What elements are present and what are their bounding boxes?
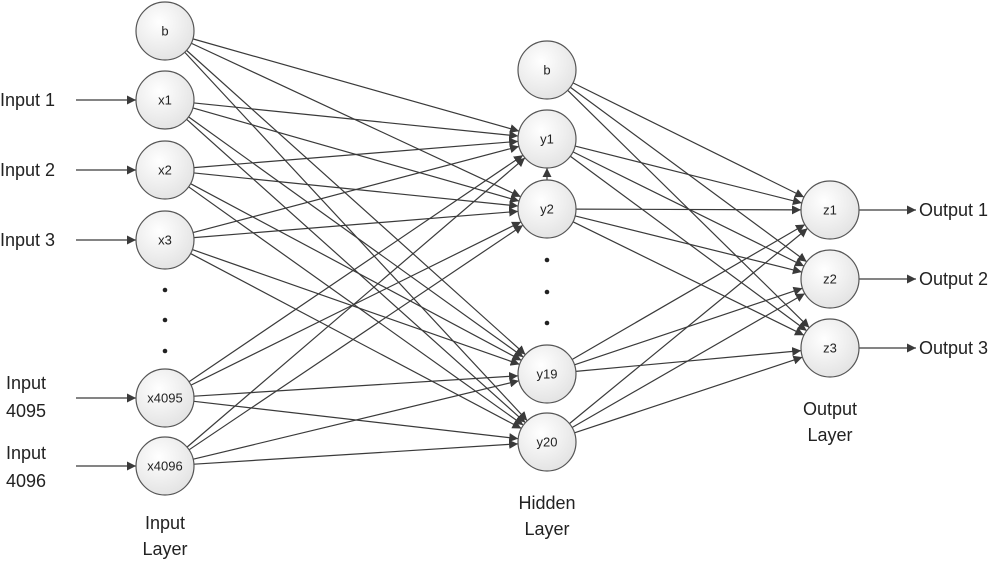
io-arrows	[76, 95, 916, 471]
edge-x4096-to-y1	[186, 157, 526, 448]
ellipsis-dot-6	[544, 320, 550, 326]
hidden-node-y2: y2	[517, 179, 577, 239]
input-node-x3: x3	[135, 210, 195, 270]
edge-hidden-y20-to-z1	[569, 227, 808, 425]
hidden-node-b: b	[517, 40, 577, 100]
edge-hidden-y20-to-z3	[574, 355, 803, 434]
input-node-x4096: x4096	[135, 436, 195, 496]
edge-hidden-y1-to-z1	[574, 145, 803, 206]
edge-hidden-y20-to-z2	[571, 292, 806, 429]
output-node-z2: z2	[800, 249, 860, 309]
input-label-1: Input 1	[0, 90, 55, 110]
ellipsis-dot-3	[162, 348, 168, 354]
edge-x4096-to-y19	[193, 378, 519, 460]
hidden-node-y1-label: y1	[540, 132, 554, 147]
edge-x1-to-y1	[193, 102, 519, 140]
hidden-node-y19-label: y19	[537, 367, 558, 382]
input-node-b: b	[135, 1, 195, 61]
output-label-3: Output 3	[919, 338, 988, 358]
ellipsis-dot-1	[162, 287, 168, 293]
edge-x4095-to-y2	[190, 221, 522, 386]
input-node-x2: x2	[135, 140, 195, 200]
edge-x2-to-y20	[188, 186, 524, 426]
hidden-node-y1: y1	[517, 109, 577, 169]
output-node-z1-label: z1	[823, 203, 837, 218]
hidden-node-y20: y20	[517, 412, 577, 472]
input-node-b-label: b	[161, 24, 168, 39]
edge-hidden-y2-to-z3	[572, 221, 805, 336]
hidden-node-y20-label: y20	[537, 435, 558, 450]
connection-edges	[184, 38, 810, 465]
input-node-x1: x1	[135, 70, 195, 130]
output-node-z3-label: z3	[823, 341, 837, 356]
edge-x1-to-y19	[188, 116, 524, 358]
ellipsis-dot-5	[544, 289, 550, 295]
input-node-x4096-label: x4096	[147, 459, 182, 474]
hidden-node-b-label: b	[543, 63, 550, 78]
edge-x3-to-y19	[192, 249, 520, 366]
output-node-z1: z1	[800, 180, 860, 240]
input-node-x2-label: x2	[158, 163, 172, 178]
edge-x3-to-y20	[190, 253, 522, 429]
edge-x2-to-y19	[190, 183, 522, 361]
network-nodes: b x1 x2 x3 x4095 x4096 b y1 y2 y19 y20 z1 z2 z3	[135, 1, 860, 496]
input-node-x4095: x4095	[135, 368, 195, 428]
edge-hidden-b-to-z1	[572, 82, 805, 198]
hidden-node-y2-label: y2	[540, 202, 554, 217]
edge-b-to-y19	[186, 49, 526, 356]
output-label-1: Output 1	[919, 200, 988, 220]
input-node-x1-label: x1	[158, 93, 172, 108]
edge-x4096-to-y2	[188, 224, 524, 451]
edge-x4096-to-y20	[193, 439, 519, 465]
edge-hidden-y2-to-z1	[575, 205, 802, 215]
output-node-z3: z3	[800, 318, 860, 378]
edge-x2-to-y1	[193, 137, 519, 169]
edge-b-to-y1	[192, 38, 520, 133]
edge-hidden-y2-to-z2	[575, 215, 802, 275]
edge-hidden-y19-to-z1	[571, 224, 806, 360]
ellipsis-dot-2	[162, 317, 168, 323]
edge-x4095-to-y19	[193, 371, 519, 397]
edge-x1-to-y20	[186, 118, 526, 424]
output-node-z2-label: z2	[823, 272, 837, 287]
ellipsis-dot-4	[544, 257, 550, 263]
hidden-node-y19: y19	[517, 344, 577, 404]
input-node-x4095-label: x4095	[147, 391, 182, 406]
output-label-2: Output 2	[919, 269, 988, 289]
edge-x3-to-y1	[192, 144, 520, 234]
edge-x3-to-y2	[193, 207, 519, 239]
input-node-x3-label: x3	[158, 233, 172, 248]
ellipsis-dots	[162, 257, 550, 354]
input-label-2: Input 2	[0, 160, 55, 180]
edge-x4095-to-y1	[188, 154, 524, 383]
input-label-3: Input 3	[0, 230, 55, 250]
